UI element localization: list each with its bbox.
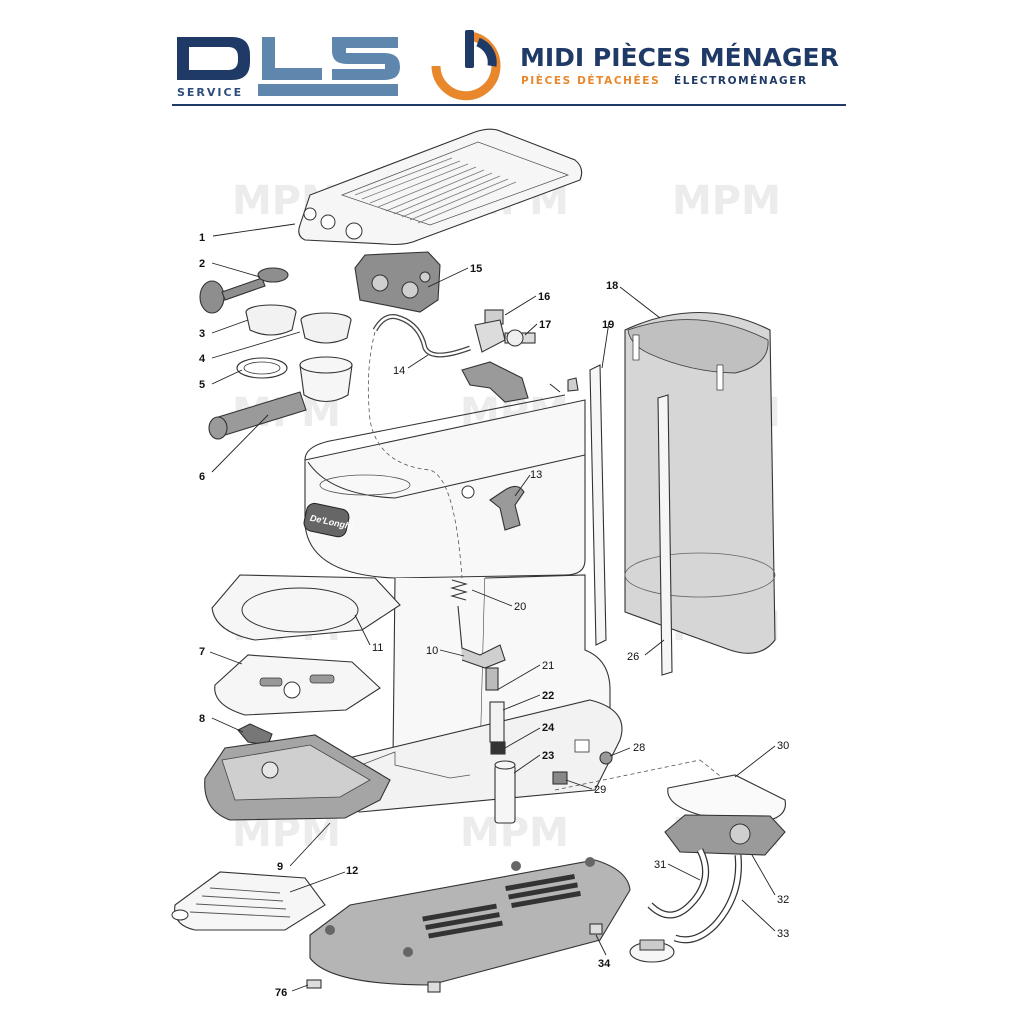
part-12-cup-grid [171, 871, 326, 931]
mpm-title: MIDI PIÈCES MÉNAGER [520, 43, 839, 72]
label-part-26: 26 [627, 651, 639, 663]
label-part-30: 30 [777, 740, 789, 752]
label-part-14: 14 [393, 365, 405, 377]
mpm-subtitle-b: ÉLECTROMÉNAGER [674, 74, 808, 87]
label-part-20: 20 [514, 601, 526, 613]
machine-main-body: De'Longhi [303, 394, 623, 813]
part-4-filter-double [300, 312, 352, 344]
part-19-tank-rail [589, 364, 607, 646]
label-part-15: 15 [470, 263, 482, 275]
label-part-4: 4 [199, 353, 206, 365]
label-part-3: 3 [199, 328, 205, 340]
label-part-24: 24 [542, 722, 555, 734]
steam-tube-routing [367, 331, 463, 579]
label-part-1: 1 [199, 232, 205, 244]
label-part-11: 11 [372, 642, 383, 654]
part-steam-lever [461, 361, 529, 403]
label-part-13: 13 [530, 469, 542, 481]
label-part-6: 6 [199, 471, 205, 483]
part-26-level-strip [657, 394, 673, 676]
label-part-12: 12 [346, 865, 358, 877]
part-10-steam-arm [457, 605, 506, 669]
part-28-switch [599, 751, 613, 765]
label-part-7: 7 [199, 646, 205, 658]
part-32-pump-base [664, 814, 786, 856]
label-part-76: 76 [275, 987, 287, 999]
part-17-steam-valve-shaft [504, 329, 536, 347]
part-16-valve-connector [474, 309, 506, 353]
part-3-filter-single [245, 304, 297, 336]
part-2-coffee-tamper [199, 267, 289, 314]
mpm-logo: MIDI PIÈCES MÉNAGER PIÈCES DÉTACHÉES ÉLE… [431, 30, 839, 101]
part-21-nozzle-tip [485, 667, 499, 691]
base-foot-front [427, 981, 441, 993]
label-part-5: 5 [199, 379, 205, 391]
part-23-frother-tube [494, 760, 516, 824]
part-34-foot [589, 923, 603, 935]
label-part-22: 22 [542, 690, 554, 702]
label-part-33: 33 [777, 928, 789, 940]
label-part-8: 8 [199, 713, 205, 725]
dls-logo: SERVICE [177, 37, 400, 99]
part-24-nozzle-ring [490, 741, 506, 755]
part-1-cup-warmer-tray [298, 128, 583, 246]
part-11-drip-plate [211, 574, 401, 641]
watermark: MPM [672, 178, 781, 224]
label-part-21: 21 [542, 660, 554, 672]
label-part-17: 17 [539, 319, 551, 331]
label-part-2: 2 [199, 258, 205, 270]
part-14-steam-pipe [372, 314, 471, 358]
part-15-control-panel-bracket [354, 251, 441, 313]
mpm-subtitle-a: PIÈCES DÉTACHÉES [521, 74, 660, 87]
part-7-drip-grid [214, 654, 381, 716]
label-part-34: 34 [598, 958, 611, 970]
label-part-29: 29 [594, 784, 606, 796]
part-22-nozzle-sleeve [489, 701, 505, 743]
part-33-outlet-hose [673, 854, 743, 944]
flow-meter [629, 939, 675, 963]
leader-lines [209, 223, 776, 992]
part-20-spring [449, 579, 469, 601]
part-29-connector [552, 771, 568, 785]
part-9-drip-tray [204, 734, 391, 821]
label-part-10: 10 [426, 645, 438, 657]
label-part-31: 31 [654, 859, 666, 871]
part-5-seal-ring [236, 357, 288, 379]
label-part-9: 9 [277, 861, 283, 873]
label-part-28: 28 [633, 742, 645, 754]
label-part-16: 16 [538, 291, 550, 303]
label-part-18: 18 [606, 280, 618, 292]
part-18-water-tank [624, 312, 776, 654]
part-76-foot-pad [306, 979, 322, 989]
part-31-inlet-hose [647, 848, 710, 919]
label-part-19: 19 [602, 319, 614, 331]
dls-service-text: SERVICE [177, 86, 243, 99]
part-8-float-indicator [237, 723, 273, 746]
part-labels: 1 2 3 4 5 6 7 8 9 10 11 12 13 14 15 16 1… [199, 232, 789, 999]
base-bottom-plate [309, 857, 631, 986]
label-part-23: 23 [542, 750, 554, 762]
part-6-portafilter [208, 356, 353, 440]
label-part-32: 32 [777, 894, 789, 906]
